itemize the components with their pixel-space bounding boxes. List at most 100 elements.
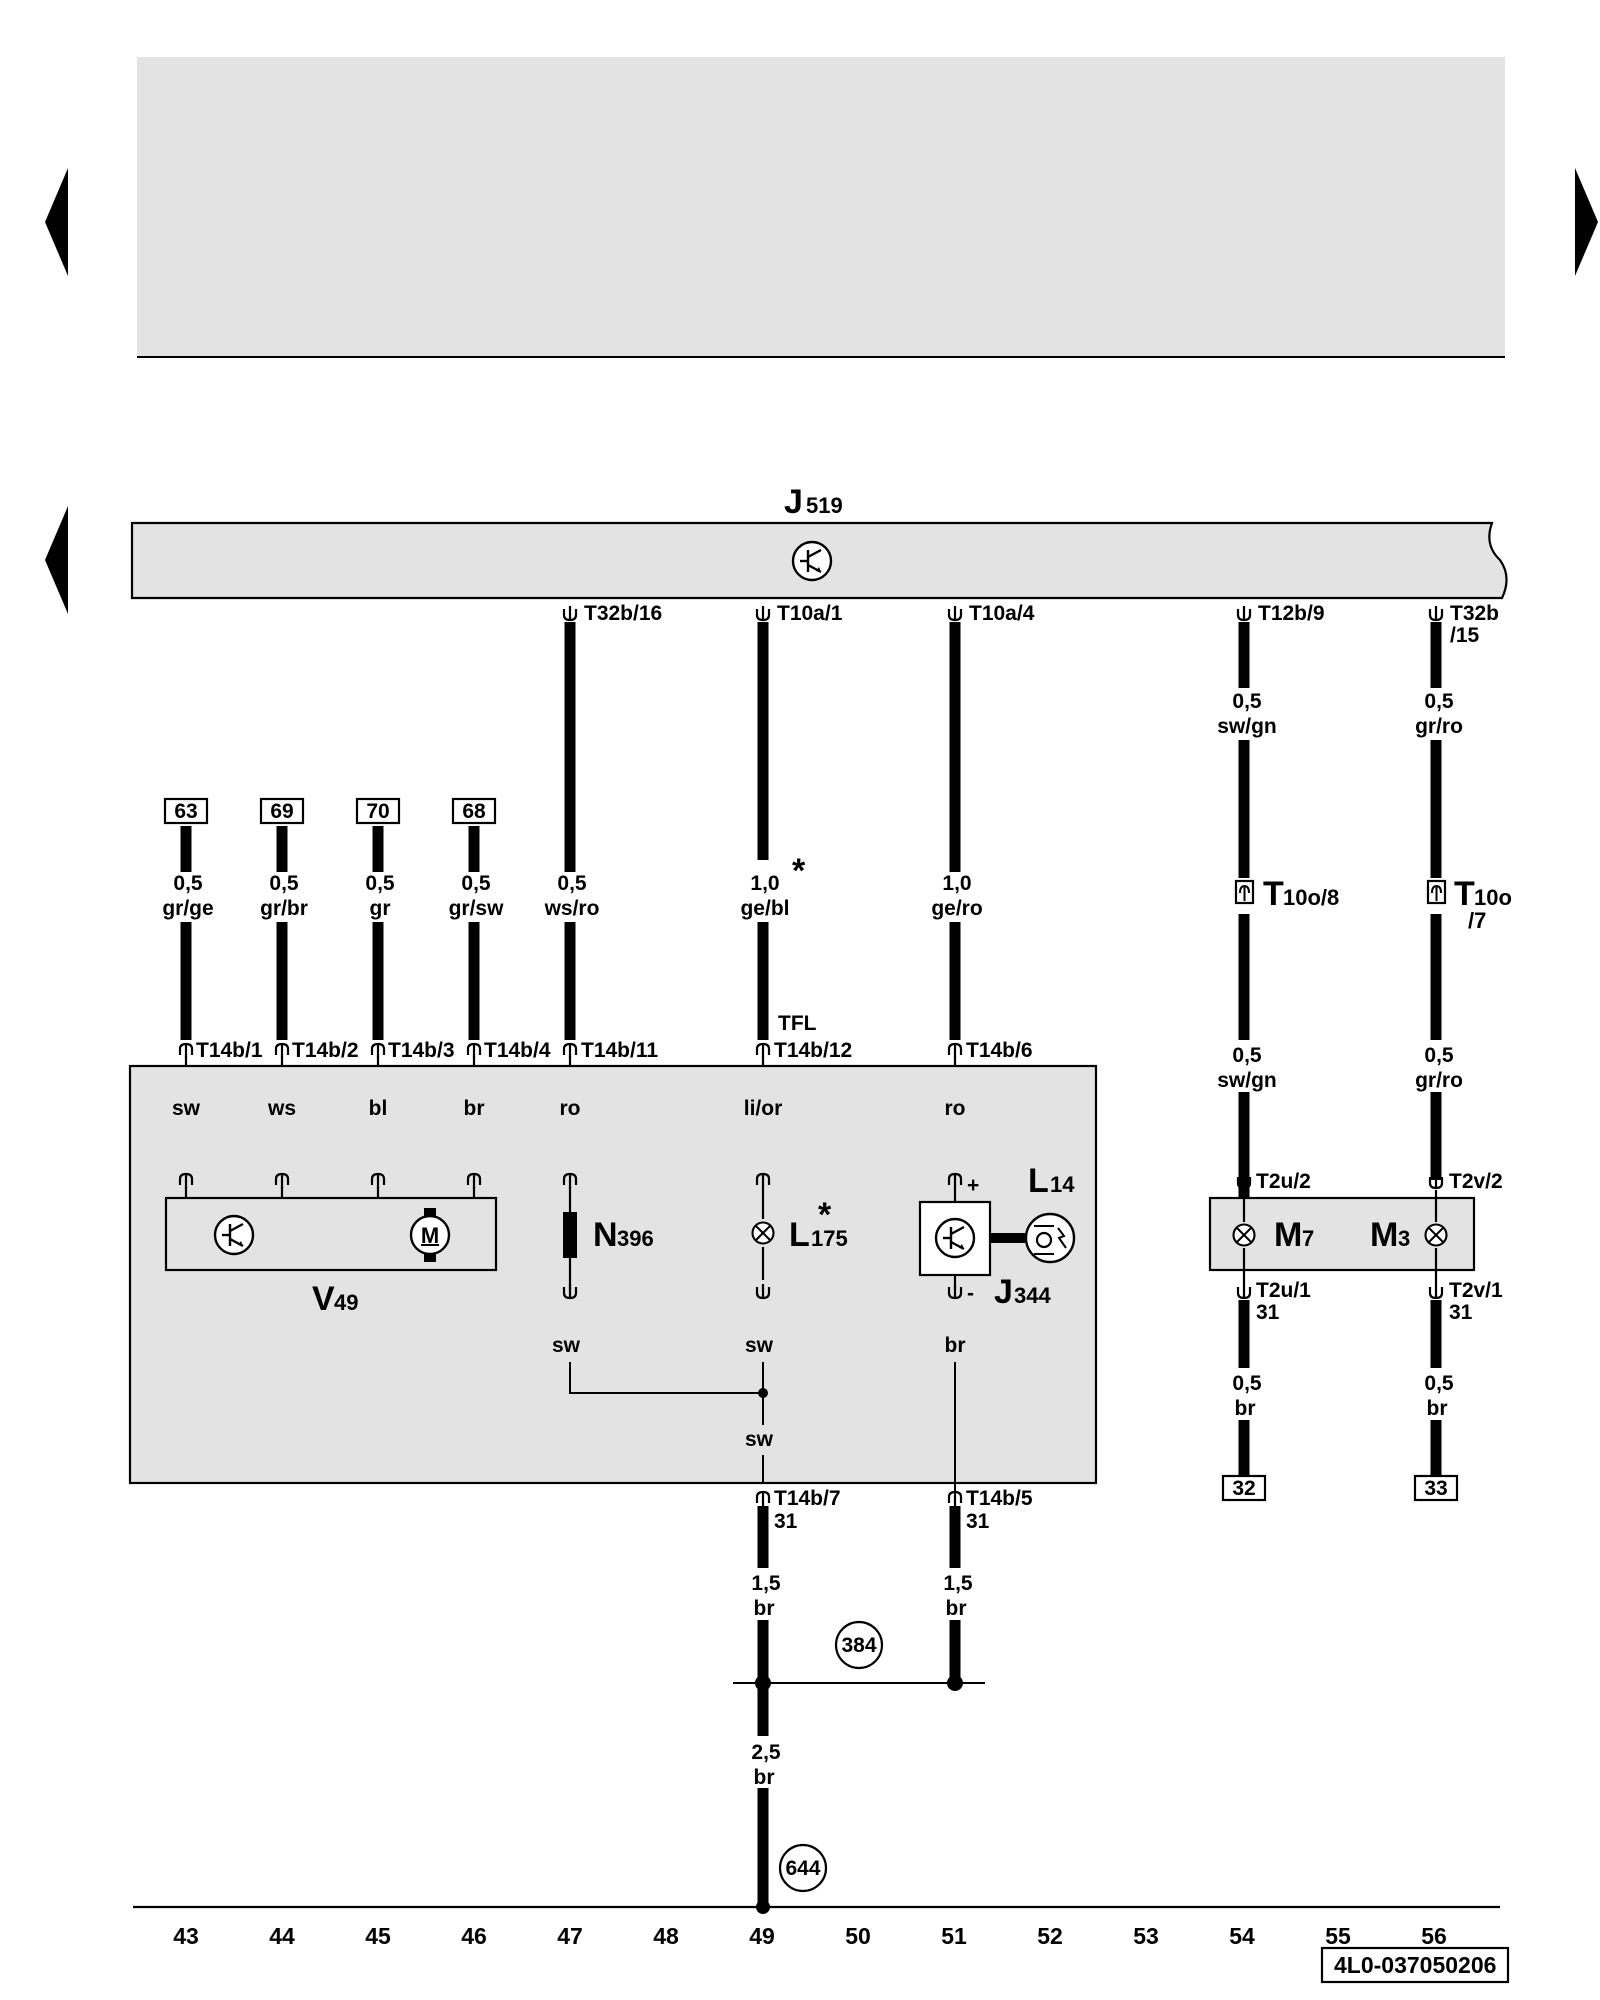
svg-text:63: 63	[174, 800, 197, 823]
pin-icon	[755, 1042, 771, 1058]
lamp-module-m7-m3	[1208, 1190, 1476, 1284]
n396-sub: 396	[617, 1226, 654, 1251]
pin-icon	[562, 1042, 578, 1058]
inner-color: sw	[745, 1428, 774, 1451]
column-number: 53	[1133, 1923, 1159, 1949]
pin-label: 31	[1449, 1301, 1473, 1324]
pin-icon	[947, 1490, 963, 1506]
pin-label: T14b/5	[966, 1487, 1033, 1510]
svg-text:4L0-037050206: 4L0-037050206	[1334, 1952, 1496, 1978]
pin-icon	[562, 606, 578, 622]
column-number: 43	[173, 1923, 199, 1949]
wire-color: br	[946, 1597, 967, 1620]
pin-label: T32b/16	[584, 602, 662, 625]
svg-text:10o: 10o	[1474, 885, 1512, 910]
lamp-icon	[1424, 1223, 1448, 1247]
inner-color: bl	[369, 1097, 388, 1120]
asterisk-mark: *	[792, 852, 806, 890]
inner-color: li/or	[744, 1097, 783, 1120]
wire-size: 1,0	[750, 872, 779, 895]
wire-size: 1,0	[942, 872, 971, 895]
inner-color: sw	[745, 1334, 774, 1357]
svg-text:T: T	[1454, 875, 1475, 913]
column-number: 52	[1037, 1923, 1063, 1949]
pin-label: T2u/1	[1256, 1279, 1311, 1302]
wire-size: 0,5	[1424, 1044, 1454, 1067]
svg-text:69: 69	[270, 800, 293, 823]
ecu-icon	[934, 1217, 976, 1259]
ref-box-69[interactable]: 69	[259, 797, 305, 825]
document-code: 4L0-037050206	[1320, 1946, 1510, 1984]
m7-sub: 7	[1302, 1226, 1314, 1251]
pin-icon	[1236, 606, 1252, 622]
pin-label: T14b/11	[581, 1039, 658, 1062]
prev-section-arrow-icon[interactable]	[45, 506, 68, 614]
column-number: 56	[1421, 1923, 1447, 1949]
v49-label: V	[312, 1280, 335, 1318]
svg-text:33: 33	[1424, 1477, 1447, 1500]
wire-size: 0,5	[365, 872, 395, 895]
svg-text:M: M	[421, 1223, 439, 1248]
svg-text:32: 32	[1232, 1477, 1255, 1500]
minus-sign: -	[967, 1282, 974, 1305]
pin-label: T2v/2	[1449, 1170, 1503, 1193]
connector-t10o-8: T 10o/8	[1234, 875, 1339, 913]
n396-label: N	[593, 1216, 618, 1254]
plus-sign: +	[967, 1174, 979, 1197]
lamp-icon	[751, 1221, 775, 1245]
wire-size: 0,5	[1232, 690, 1262, 713]
column-number: 47	[557, 1923, 583, 1949]
l14-label: L	[1028, 1162, 1049, 1200]
next-page-arrow-icon[interactable]	[1575, 168, 1598, 276]
svg-text:644: 644	[785, 1857, 820, 1880]
svg-text:70: 70	[366, 800, 389, 823]
inner-color: br	[464, 1097, 485, 1120]
ref-box-33[interactable]: 33	[1413, 1474, 1459, 1502]
column-number: 46	[461, 1923, 487, 1949]
pin-icon	[1428, 1284, 1444, 1300]
pin-icon	[947, 606, 963, 622]
wire-color: ge/bl	[740, 897, 789, 920]
ref-box-63[interactable]: 63	[163, 797, 209, 825]
asterisk-mark: *	[818, 1196, 832, 1234]
ground-point-384: 384	[834, 1620, 884, 1670]
m7-label: M	[1274, 1216, 1302, 1254]
l175-label: L	[789, 1216, 810, 1254]
pin-label: T14b/4	[484, 1039, 551, 1062]
wire-color: gr/br	[260, 897, 308, 920]
wire-size: 0,5	[557, 872, 587, 895]
wire-size: 0,5	[461, 872, 491, 895]
m3-label: M	[1370, 1216, 1398, 1254]
ref-box-68[interactable]: 68	[451, 797, 497, 825]
pin-label: /15	[1450, 624, 1480, 647]
wire-color: br	[1235, 1397, 1256, 1420]
lamp-icon	[1232, 1223, 1256, 1247]
svg-text:/7: /7	[1468, 908, 1486, 933]
inner-color: ws	[267, 1097, 296, 1120]
ref-box-70[interactable]: 70	[355, 797, 401, 825]
wire-size: 0,5	[1424, 690, 1454, 713]
svg-text:T: T	[1263, 875, 1284, 913]
wire-size: 0,5	[173, 872, 203, 895]
j519-sub: 519	[806, 493, 843, 518]
ref-box-32[interactable]: 32	[1221, 1474, 1267, 1502]
inner-color: ro	[945, 1097, 966, 1120]
wire-size: 0,5	[1232, 1372, 1262, 1395]
column-number: 44	[269, 1923, 295, 1949]
pin-label: T2u/2	[1256, 1170, 1311, 1193]
pin-label: 31	[1256, 1301, 1280, 1324]
ecu-icon	[213, 1214, 255, 1256]
column-number: 51	[941, 1923, 967, 1949]
l14-lamp-icon	[1024, 1212, 1076, 1264]
pin-icon	[274, 1042, 290, 1058]
v49-sub: 49	[334, 1290, 358, 1315]
pin-label: T14b/6	[966, 1039, 1033, 1062]
m3-sub: 3	[1398, 1226, 1410, 1251]
j344-sub: 344	[1014, 1283, 1051, 1308]
prev-page-arrow-icon[interactable]	[45, 168, 68, 276]
wire-color: sw/gn	[1217, 1069, 1277, 1092]
pin-label: T10a/1	[777, 602, 843, 625]
wire-size: 0,5	[1232, 1044, 1262, 1067]
pin-icon	[755, 1490, 771, 1506]
